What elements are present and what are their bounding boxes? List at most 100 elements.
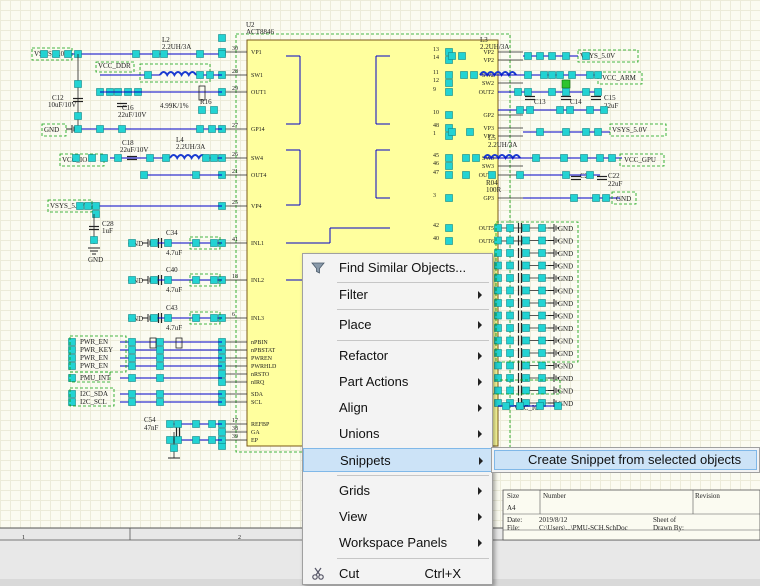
selection-handle[interactable] xyxy=(554,402,562,410)
selection-handle[interactable] xyxy=(582,52,590,60)
selection-handle[interactable] xyxy=(128,362,136,370)
selection-handle[interactable] xyxy=(522,274,530,282)
selection-handle[interactable] xyxy=(68,398,76,406)
selection-handle[interactable] xyxy=(128,314,136,322)
selection-handle[interactable] xyxy=(538,349,546,357)
selection-handle[interactable] xyxy=(445,71,453,79)
selection-handle[interactable] xyxy=(522,374,530,382)
selection-handle[interactable] xyxy=(538,249,546,257)
selection-handle[interactable] xyxy=(494,361,502,370)
selection-handle[interactable] xyxy=(580,154,588,162)
selection-handle[interactable] xyxy=(494,311,502,320)
selection-handle[interactable] xyxy=(502,402,510,410)
selection-handle[interactable] xyxy=(494,324,502,332)
selection-handle[interactable] xyxy=(128,390,136,398)
selection-handle[interactable] xyxy=(150,239,158,247)
selection-handle[interactable] xyxy=(522,349,530,357)
selection-handle[interactable] xyxy=(156,346,164,354)
selection-handle[interactable] xyxy=(570,194,578,202)
selection-handle[interactable] xyxy=(74,125,82,133)
selection-handle[interactable] xyxy=(506,299,514,307)
selection-handle[interactable] xyxy=(506,274,514,282)
selection-handle[interactable] xyxy=(506,374,514,382)
selection-handle[interactable] xyxy=(522,361,530,370)
menu-item-view[interactable]: View xyxy=(303,505,492,529)
selection-handle[interactable] xyxy=(494,274,502,282)
selection-handle[interactable] xyxy=(68,354,76,362)
selection-handle[interactable] xyxy=(128,239,136,247)
selection-handle[interactable] xyxy=(192,276,200,284)
selection-handle[interactable] xyxy=(156,362,164,370)
selection-handle[interactable] xyxy=(538,299,546,307)
selection-handle[interactable] xyxy=(196,125,204,133)
menu-item-grids[interactable]: Grids xyxy=(303,479,492,503)
selection-handle[interactable] xyxy=(522,249,530,257)
selection-handle[interactable] xyxy=(198,106,206,114)
selection-handle[interactable] xyxy=(548,52,556,60)
selection-handle[interactable] xyxy=(132,50,140,58)
selection-handle[interactable] xyxy=(516,402,524,410)
selection-handle[interactable] xyxy=(494,349,502,357)
selection-handle[interactable] xyxy=(494,236,502,245)
selection-handle[interactable] xyxy=(170,444,178,452)
menu-item-part-actions[interactable]: Part Actions xyxy=(303,370,492,394)
selection-handle[interactable] xyxy=(445,154,453,162)
selection-handle[interactable] xyxy=(68,346,76,354)
selection-handle[interactable] xyxy=(218,370,226,378)
selection-handle[interactable] xyxy=(494,374,502,382)
selection-handle[interactable] xyxy=(494,299,502,307)
selection-handle[interactable] xyxy=(506,236,514,245)
selection-handle[interactable] xyxy=(608,154,616,162)
selection-handle[interactable] xyxy=(445,88,453,96)
selection-handle[interactable] xyxy=(506,286,514,295)
selection-handle[interactable] xyxy=(526,106,534,114)
selection-handle[interactable] xyxy=(538,324,546,332)
selection-handle[interactable] xyxy=(156,398,164,406)
selection-handle[interactable] xyxy=(592,194,600,202)
selection-handle[interactable] xyxy=(445,194,453,202)
selection-handle[interactable] xyxy=(210,154,218,162)
selection-handle[interactable] xyxy=(538,286,546,295)
selection-handle[interactable] xyxy=(494,261,502,270)
selection-handle[interactable] xyxy=(560,154,568,162)
selection-handle[interactable] xyxy=(146,154,154,162)
selection-handle[interactable] xyxy=(494,336,502,345)
selection-handle[interactable] xyxy=(462,171,470,179)
selection-handle[interactable] xyxy=(538,311,546,320)
selection-handle[interactable] xyxy=(532,154,540,162)
selection-handle[interactable] xyxy=(114,154,122,162)
selection-handle[interactable] xyxy=(536,52,544,60)
selection-handle[interactable] xyxy=(72,154,80,162)
selection-handle[interactable] xyxy=(522,236,530,245)
selection-handle[interactable] xyxy=(594,88,602,96)
selection-handle[interactable] xyxy=(470,71,478,79)
selection-handle[interactable] xyxy=(602,194,610,202)
selection-handle[interactable] xyxy=(562,128,570,136)
menu-item-create-snippet[interactable]: Create Snippet from selected objects xyxy=(494,450,757,470)
selection-handle[interactable] xyxy=(524,52,532,60)
selection-handle[interactable] xyxy=(506,386,514,395)
selection-handle[interactable] xyxy=(562,52,570,60)
selection-handle[interactable] xyxy=(156,354,164,362)
selection-handle[interactable] xyxy=(166,436,174,444)
selection-handle[interactable] xyxy=(522,286,530,295)
selection-handle[interactable] xyxy=(506,311,514,320)
selection-handle[interactable] xyxy=(202,154,210,162)
selection-handle[interactable] xyxy=(76,202,84,210)
selection-handle[interactable] xyxy=(506,349,514,357)
selection-handle[interactable] xyxy=(218,428,226,436)
selection-handle[interactable] xyxy=(445,237,453,245)
selection-handle[interactable] xyxy=(488,171,496,179)
selection-handle[interactable] xyxy=(522,261,530,270)
selection-handle[interactable] xyxy=(208,420,216,428)
selection-handle[interactable] xyxy=(128,276,136,284)
selection-handle[interactable] xyxy=(538,386,546,395)
menu-item-cut[interactable]: Cut Ctrl+X xyxy=(303,562,492,586)
selection-handle[interactable] xyxy=(566,106,574,114)
selection-handle[interactable] xyxy=(536,402,544,410)
selection-handle[interactable] xyxy=(522,386,530,395)
selection-handle[interactable] xyxy=(68,362,76,370)
selection-handle[interactable] xyxy=(458,52,466,60)
selection-handle[interactable] xyxy=(548,71,556,79)
menu-item-place[interactable]: Place xyxy=(303,313,492,337)
